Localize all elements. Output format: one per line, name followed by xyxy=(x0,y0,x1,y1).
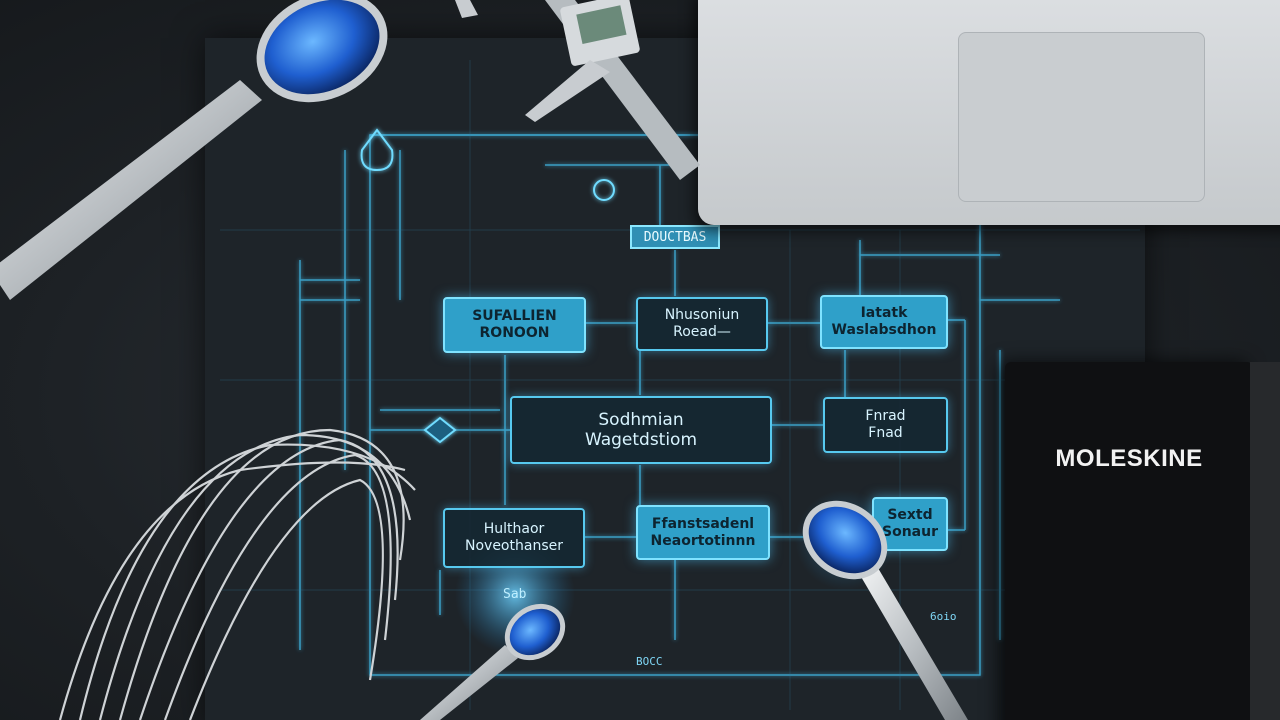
diagram-box-top-left: SUFALLIEN RONOON xyxy=(443,297,586,353)
trackpad xyxy=(958,32,1205,202)
diagram-box-top-right: Iatatk Waslabsdhon xyxy=(820,295,948,349)
spoon-icon xyxy=(802,500,968,720)
box-line-1: Hulthaor xyxy=(483,521,545,538)
box-line-2: RONOON xyxy=(479,325,550,341)
notebook-band xyxy=(1250,362,1280,720)
box-line-2: Fnad xyxy=(868,425,903,441)
notebook-brand: MOLESKINE xyxy=(1055,445,1203,472)
box-line-1: Sodhmian xyxy=(598,409,684,430)
box-line-1: Iatatk xyxy=(860,305,908,322)
diagram-box-middle-right: Fnrad Fnad xyxy=(823,397,948,453)
box-line-2: Roead— xyxy=(673,324,731,340)
diamond-node-icon xyxy=(423,416,457,444)
diagram-box-bottom-right: Sextd Sonaur xyxy=(872,497,948,551)
box-line-2: Noveothanser xyxy=(465,538,563,554)
small-label: 6oio xyxy=(930,610,957,623)
box-line-1: Fnrad xyxy=(865,408,906,425)
box-line-1: Sextd xyxy=(887,507,933,524)
small-label: Sab xyxy=(503,587,527,602)
calipers-icon xyxy=(455,0,700,180)
box-line-2: Waslabsdhon xyxy=(831,322,937,338)
diagram-box-bottom-middle: Ffanstsadenl Neaortotinnn xyxy=(636,505,770,560)
notebook-icon xyxy=(1005,362,1253,720)
box-line-1: Ffanstsadenl xyxy=(651,515,755,532)
diagram-box-center: Sodhmian Wagetdstiom xyxy=(510,396,772,464)
diagram-box-bottom-left: Hulthaor Noveothanser xyxy=(443,508,585,568)
drop-icon xyxy=(360,128,394,172)
diagram-box-top-middle: Nhusoniun Roead— xyxy=(636,297,768,351)
spoon-icon xyxy=(0,0,388,300)
diagram-header-tag: DOUCTBAS xyxy=(630,225,720,249)
whisk-icon xyxy=(58,428,416,720)
box-line-2: Neaortotinnn xyxy=(650,532,756,549)
box-line-2: Sonaur xyxy=(882,524,938,540)
measuring-spoon-icon xyxy=(420,603,566,720)
box-line-2: Wagetdstiom xyxy=(584,430,698,450)
box-line-1: SUFALLIEN xyxy=(472,308,557,325)
small-label: BOCC xyxy=(636,655,663,668)
box-line-1: Nhusoniun xyxy=(664,307,740,324)
